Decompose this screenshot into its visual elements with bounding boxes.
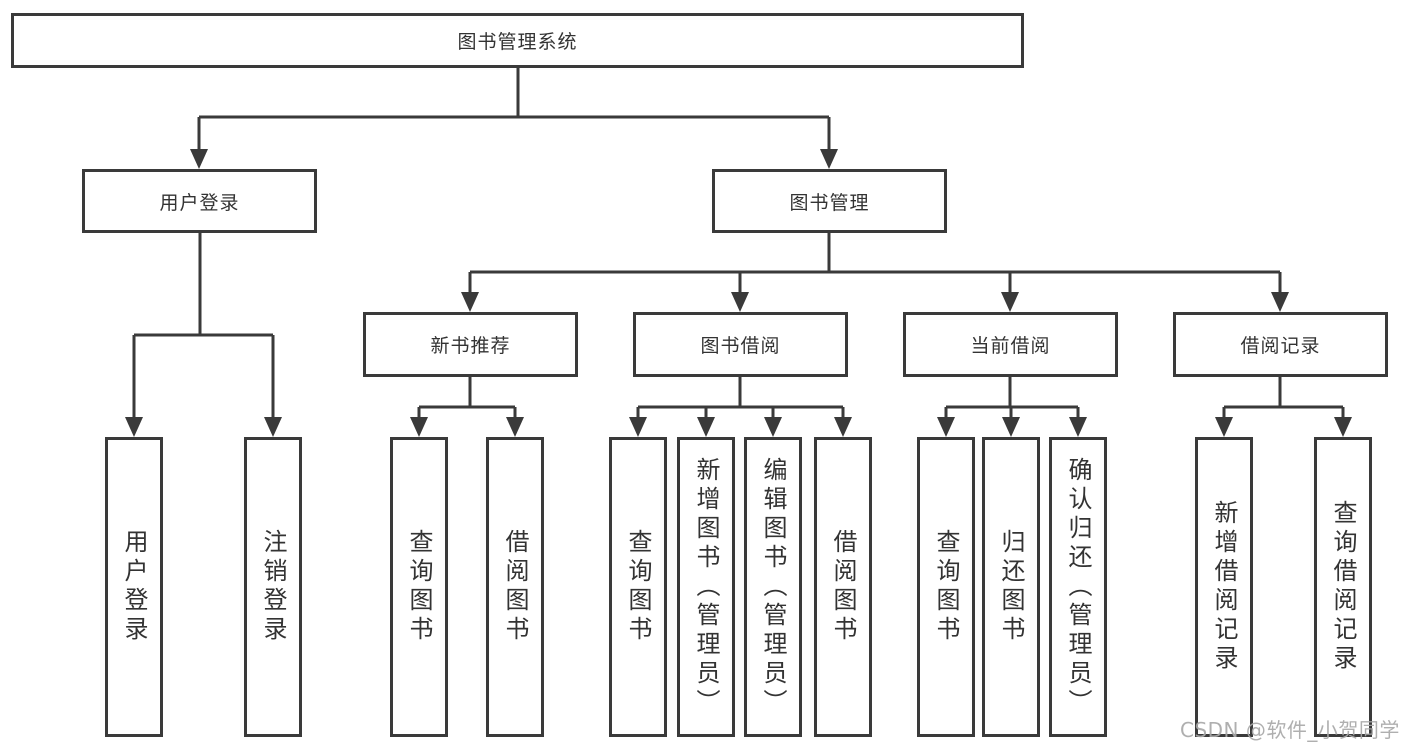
node-logout-leaf: 注销登录 [244, 437, 302, 737]
node-confirm-return-admin: 确认归还（管理员） [1049, 437, 1107, 737]
arrowheads [125, 149, 1352, 437]
node-new-book-recommend: 新书推荐 [363, 312, 578, 377]
node-user-login-leaf: 用户登录 [105, 437, 163, 737]
node-user-login: 用户登录 [82, 169, 317, 233]
node-add-borrow-record: 新增借阅记录 [1195, 437, 1253, 737]
node-borrow-books-2: 借阅图书 [814, 437, 872, 737]
csdn-watermark: CSDN @软件_小贺同学 [1180, 718, 1400, 742]
node-return-books: 归还图书 [982, 437, 1040, 737]
node-current-borrow: 当前借阅 [903, 312, 1118, 377]
node-query-books-2: 查询图书 [609, 437, 667, 737]
node-query-books-3: 查询图书 [917, 437, 975, 737]
node-borrow-records: 借阅记录 [1173, 312, 1388, 377]
node-book-management: 图书管理 [712, 169, 947, 233]
node-library-system: 图书管理系统 [11, 13, 1024, 68]
node-borrow-books-1: 借阅图书 [486, 437, 544, 737]
node-book-borrow: 图书借阅 [633, 312, 848, 377]
node-edit-books-admin: 编辑图书（管理员） [744, 437, 802, 737]
node-query-borrow-record: 查询借阅记录 [1314, 437, 1372, 737]
tree-edges [132, 68, 1345, 421]
node-add-books-admin: 新增图书（管理员） [677, 437, 735, 737]
node-query-books-1: 查询图书 [390, 437, 448, 737]
